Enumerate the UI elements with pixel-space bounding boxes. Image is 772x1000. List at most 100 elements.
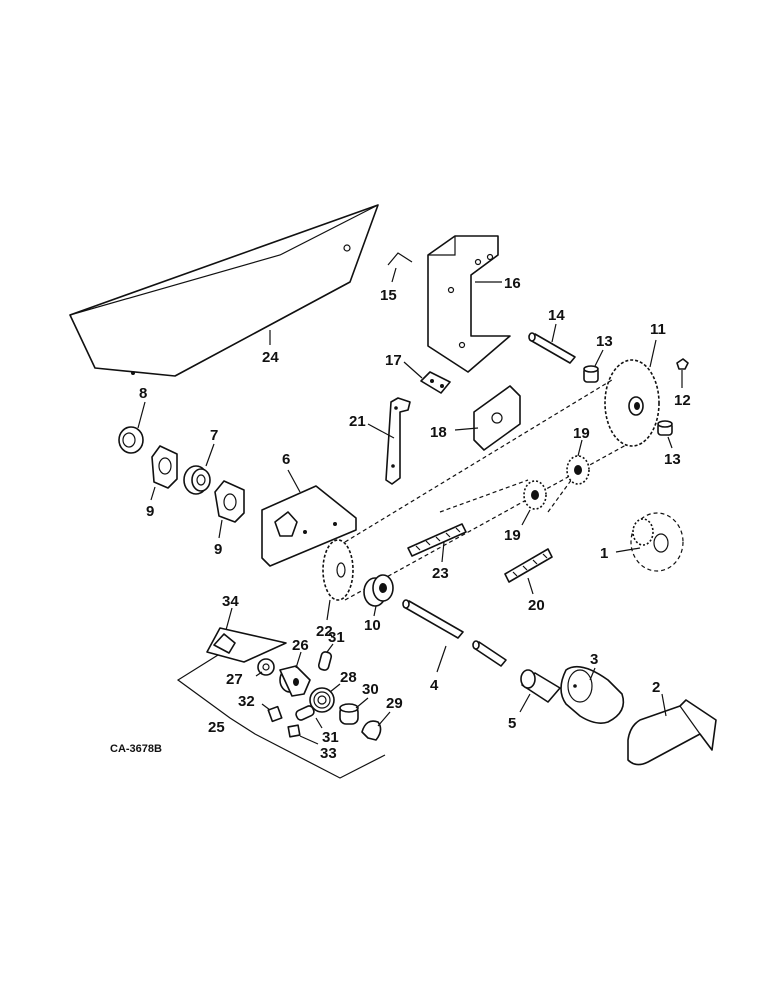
callout-7: 7 (210, 427, 218, 444)
leader-9b (218, 519, 223, 539)
leader-19a (577, 439, 583, 457)
callout-25: 25 (208, 719, 225, 736)
leader-4 (436, 645, 447, 673)
callout-14: 14 (548, 307, 565, 324)
snap-ring-part (361, 720, 382, 741)
mounting-plate-part (261, 485, 357, 567)
leader-10 (373, 605, 377, 617)
leader-2 (661, 693, 667, 717)
leader-19b (521, 509, 531, 526)
callout-23: 23 (432, 565, 449, 582)
leader-3 (589, 667, 596, 681)
drive-shaft-part (402, 599, 507, 667)
leader-11 (649, 339, 657, 368)
leader-32 (261, 703, 271, 711)
leader-14 (551, 323, 557, 343)
leader-22 (326, 599, 331, 621)
spring-part (309, 687, 335, 713)
leader-13a (594, 349, 604, 367)
wear-plate-part (473, 385, 521, 451)
callout-29: 29 (386, 695, 403, 712)
callout-19a: 19 (573, 425, 590, 442)
idler-sprocket-part (566, 455, 590, 485)
sprocket-hub-part (363, 574, 394, 607)
callout-30: 30 (362, 681, 379, 698)
leader-7 (205, 443, 215, 467)
group-bracket-25 (176, 654, 386, 779)
diagram-code: CA-3678B (110, 743, 162, 755)
bushing-part-2 (657, 420, 673, 436)
callout-33: 33 (320, 745, 337, 762)
callout-9a: 9 (146, 503, 154, 520)
leader-29 (377, 711, 391, 727)
callout-12: 12 (674, 392, 691, 409)
callout-17: 17 (385, 352, 402, 369)
callout-5: 5 (508, 715, 516, 732)
callout-13b: 13 (664, 451, 681, 468)
callout-20: 20 (528, 597, 545, 614)
leader-13b (667, 436, 673, 449)
leader-21 (367, 423, 395, 439)
leader-8 (137, 401, 146, 429)
leader-18 (454, 427, 479, 431)
short-shaft-part (528, 332, 576, 364)
leader-27 (255, 671, 263, 677)
callout-27: 27 (226, 671, 243, 688)
leader-28 (329, 683, 341, 693)
callout-13a: 13 (596, 333, 613, 350)
leader-31a (326, 643, 334, 653)
callout-11: 11 (650, 321, 666, 338)
mounting-bracket-part (427, 235, 511, 373)
leader-33 (299, 735, 319, 745)
callout-18: 18 (430, 424, 447, 441)
leader-34 (225, 607, 233, 631)
leader-1 (615, 547, 641, 553)
nut-square-part (287, 724, 301, 738)
bearing-part (118, 426, 144, 454)
flange-part-2 (214, 480, 245, 523)
spring-pin-part (387, 252, 413, 266)
callout-22: 22 (316, 623, 333, 640)
roller-pin-part (317, 651, 333, 671)
leader-5 (519, 693, 531, 713)
collar-part (339, 703, 359, 725)
key-part (267, 705, 283, 723)
callout-34: 34 (222, 593, 239, 610)
clutch-hub-part (279, 665, 311, 697)
guard-plate-part (206, 627, 287, 663)
callout-9b: 9 (214, 541, 222, 558)
bushing-part (583, 365, 599, 383)
curved-shield-part (627, 699, 717, 766)
callout-26: 26 (292, 637, 309, 654)
drum-part (560, 665, 625, 724)
callout-31a: 31 (328, 629, 345, 646)
callout-31b: 31 (322, 729, 339, 746)
tension-arm-part (385, 397, 411, 485)
leader-20 (527, 577, 534, 595)
leader-26 (295, 651, 302, 669)
leader-15 (391, 267, 397, 283)
drive-sprocket-part (630, 512, 684, 572)
callout-3: 3 (590, 651, 598, 668)
nut-part (676, 358, 689, 370)
spacer-part (257, 658, 275, 676)
callout-10: 10 (364, 617, 381, 634)
chain-guard-part (69, 204, 379, 377)
callout-15: 15 (380, 287, 397, 304)
leader-17 (403, 361, 423, 379)
callout-28: 28 (340, 669, 357, 686)
callout-19b: 19 (504, 527, 521, 544)
clip-part (420, 371, 451, 394)
callout-4: 4 (430, 677, 439, 694)
callout-2: 2 (652, 679, 660, 696)
idler-sprocket-part-2 (523, 480, 547, 510)
leader-30 (355, 697, 369, 709)
callout-32: 32 (238, 693, 255, 710)
ball-bearing-part (183, 465, 211, 495)
callout-24: 24 (262, 349, 279, 366)
flange-part (151, 445, 178, 489)
leader-6 (287, 469, 301, 493)
drive-sprocket-large-part (322, 539, 354, 601)
leader-23 (441, 541, 445, 563)
